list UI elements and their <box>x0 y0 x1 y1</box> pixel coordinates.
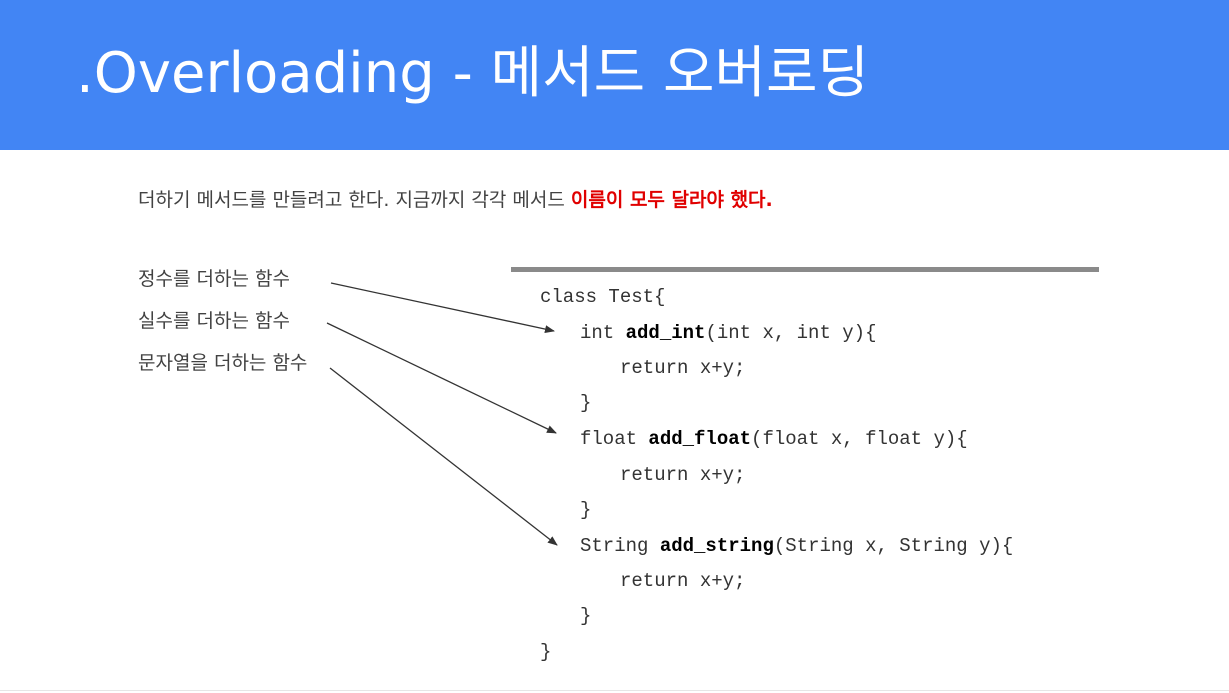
intro-text: 더하기 메서드를 만들려고 한다. 지금까지 각각 메서드 이름이 모두 달라야… <box>138 186 773 214</box>
code-block-close: } <box>580 392 592 414</box>
method-params: (int x, int y){ <box>705 322 877 344</box>
label-int-function: 정수를 더하는 함수 <box>138 268 290 290</box>
arrow-float <box>326 322 557 434</box>
method-return-type: String <box>580 535 660 557</box>
arrow-int <box>330 282 555 334</box>
code-return-line: return x+y; <box>620 464 746 486</box>
code-method-string: String add_string(String x, String y){ <box>580 533 1013 559</box>
method-return-type: int <box>580 322 626 344</box>
code-class-open: class Test{ <box>540 286 666 308</box>
method-params: (float x, float y){ <box>751 428 968 450</box>
code-method-int: int add_int(int x, int y){ <box>580 320 876 346</box>
arrow-string <box>329 367 558 546</box>
method-params: (String x, String y){ <box>773 535 1014 557</box>
method-name: add_int <box>625 322 706 344</box>
intro-emphasis: 이름이 모두 달라야 했다. <box>570 189 773 211</box>
code-block-close: } <box>580 499 592 521</box>
code-class-close: } <box>540 641 552 663</box>
method-name: add_string <box>659 535 774 557</box>
intro-plain: 더하기 메서드를 만들려고 한다. 지금까지 각각 메서드 <box>138 189 571 211</box>
label-float-function: 실수를 더하는 함수 <box>138 310 290 332</box>
bottom-divider <box>0 690 1229 691</box>
code-divider <box>511 267 1099 272</box>
label-string-function: 문자열을 더하는 함수 <box>138 352 308 374</box>
method-name: add_float <box>648 428 752 450</box>
code-return-line: return x+y; <box>620 570 746 592</box>
code-method-float: float add_float(float x, float y){ <box>580 426 968 452</box>
code-block-close: } <box>580 605 592 627</box>
code-return-line: return x+y; <box>620 357 746 379</box>
slide-title: .Overloading - 메서드 오버로딩 <box>76 41 870 106</box>
title-bar: .Overloading - 메서드 오버로딩 <box>0 0 1229 150</box>
method-return-type: float <box>580 428 649 450</box>
